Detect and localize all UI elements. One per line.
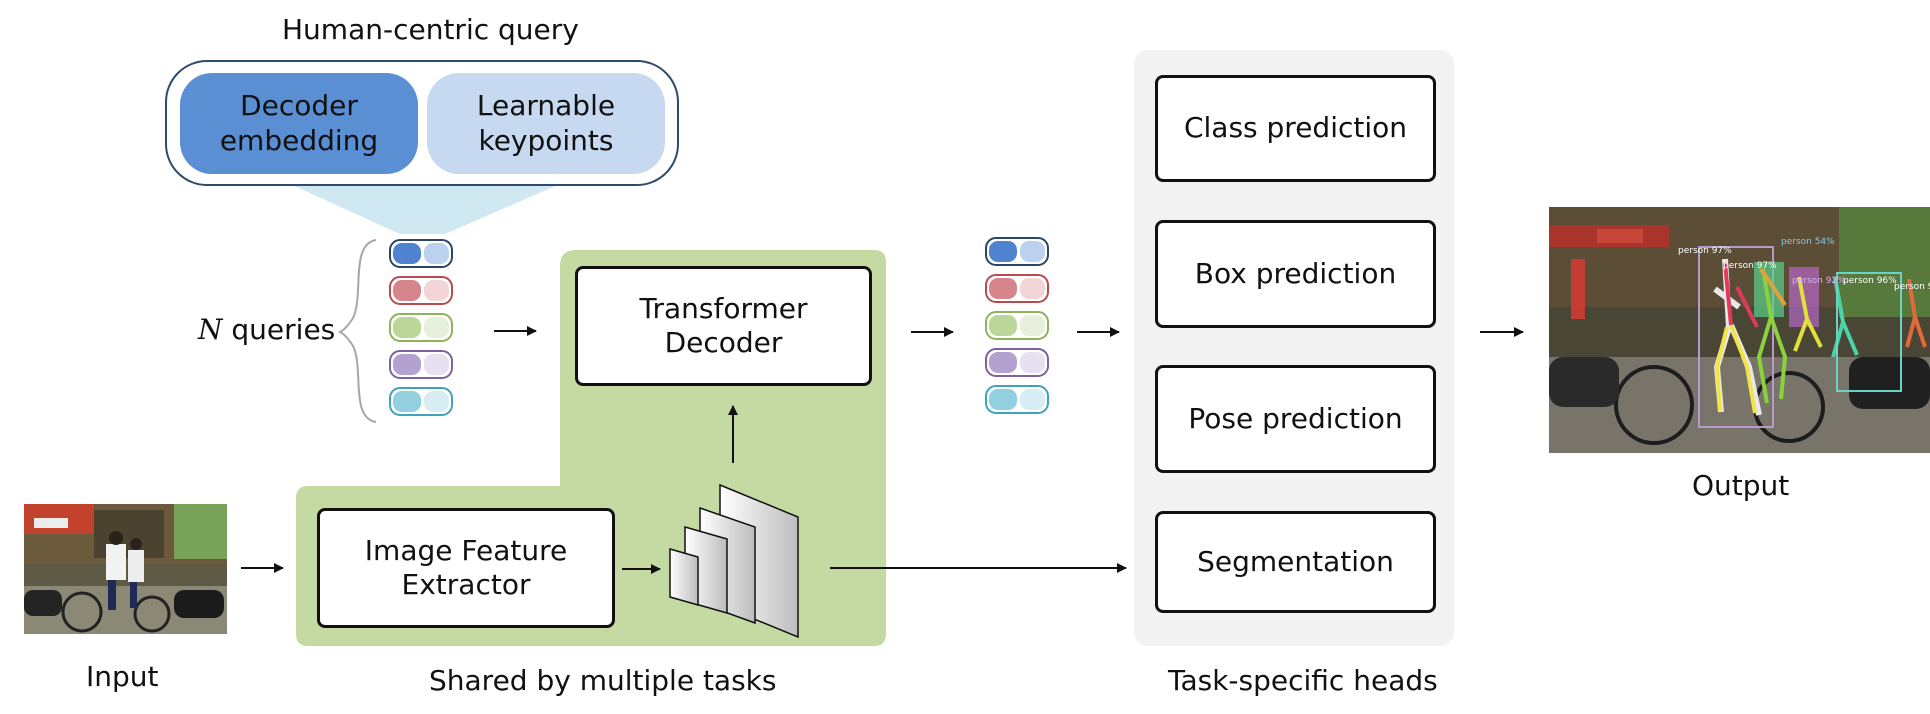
query-embedding-part bbox=[393, 243, 421, 264]
query-embedding-part bbox=[393, 280, 421, 301]
query-pill-5 bbox=[389, 387, 453, 416]
output-image: person 97% person 97% person 54% person … bbox=[1549, 207, 1930, 453]
input-image bbox=[24, 504, 227, 634]
output-query-pill-4 bbox=[985, 348, 1049, 377]
query-embedding-part bbox=[393, 317, 421, 338]
query-embedding-part bbox=[989, 278, 1017, 299]
output-query-pill-2 bbox=[985, 274, 1049, 303]
transformer-decoder-block: Transformer Decoder bbox=[575, 266, 872, 386]
query-keypoint-part bbox=[424, 280, 449, 301]
query-embedding-part bbox=[989, 389, 1017, 410]
query-pill-2 bbox=[389, 276, 453, 305]
queries-brace bbox=[337, 239, 377, 423]
query-keypoint-part bbox=[1020, 241, 1045, 262]
segmentation-head: Segmentation bbox=[1155, 511, 1436, 613]
shared-caption: Shared by multiple tasks bbox=[429, 664, 777, 697]
query-keypoint-part bbox=[1020, 352, 1045, 373]
pose-prediction-head: Pose prediction bbox=[1155, 365, 1436, 473]
query-embedding-part bbox=[393, 391, 421, 412]
image-feature-extractor-block: Image Feature Extractor bbox=[317, 508, 615, 628]
query-spotlight bbox=[290, 184, 560, 234]
query-keypoint-part bbox=[424, 391, 449, 412]
output-query-pill-3 bbox=[985, 311, 1049, 340]
detection-label-4: person 92% bbox=[1792, 276, 1846, 286]
class-prediction-head: Class prediction bbox=[1155, 75, 1436, 182]
query-embedding-part bbox=[989, 315, 1017, 336]
query-keypoint-part bbox=[1020, 315, 1045, 336]
output-query-pill-1 bbox=[985, 237, 1049, 266]
query-keypoint-part bbox=[1020, 278, 1045, 299]
learnable-keypoints-label: Learnable keypoints bbox=[476, 89, 616, 157]
detection-label-1: person 97% bbox=[1678, 246, 1732, 256]
detection-label-2: person 97% bbox=[1723, 261, 1777, 271]
output-caption: Output bbox=[1692, 469, 1790, 502]
detection-label-3: person 54% bbox=[1781, 237, 1835, 247]
query-pill-1 bbox=[389, 239, 453, 268]
feature-map-1 bbox=[669, 548, 699, 606]
query-title: Human-centric query bbox=[282, 13, 579, 46]
box-prediction-head: Box prediction bbox=[1155, 220, 1436, 328]
query-embedding-part bbox=[989, 352, 1017, 373]
feature-pyramid-icon bbox=[669, 483, 799, 639]
decoder-embedding-block: Decoder embedding bbox=[180, 73, 418, 174]
street-scene-illustration bbox=[24, 504, 227, 634]
query-keypoint-part bbox=[424, 243, 449, 264]
query-embedding-part bbox=[393, 354, 421, 375]
n-queries-text: queries bbox=[231, 313, 336, 346]
n-variable: N bbox=[198, 313, 223, 346]
output-query-pill-5 bbox=[985, 385, 1049, 414]
input-caption: Input bbox=[86, 660, 159, 693]
decoder-embedding-label: Decoder embedding bbox=[219, 89, 379, 157]
query-pill-4 bbox=[389, 350, 453, 379]
query-pill-3 bbox=[389, 313, 453, 342]
learnable-keypoints-block: Learnable keypoints bbox=[427, 73, 665, 174]
detection-label-5: person 96% bbox=[1843, 276, 1897, 286]
detection-label-6: person 9 bbox=[1894, 282, 1930, 292]
query-keypoint-part bbox=[1020, 389, 1045, 410]
task-specific-caption: Task-specific heads bbox=[1168, 664, 1438, 697]
query-keypoint-part bbox=[424, 317, 449, 338]
n-queries-label: N queries bbox=[198, 316, 335, 344]
pose-estimation-result: person 97% person 97% person 54% person … bbox=[1549, 207, 1930, 453]
query-keypoint-part bbox=[424, 354, 449, 375]
query-embedding-part bbox=[989, 241, 1017, 262]
heads-region bbox=[1134, 50, 1454, 646]
